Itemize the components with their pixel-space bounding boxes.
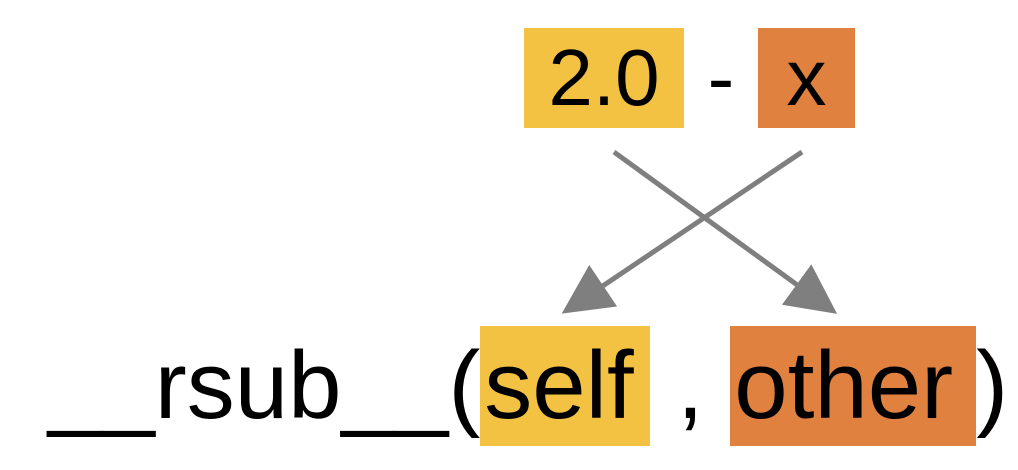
arrow-right-operand-to-self — [561, 149, 804, 314]
arrow-left-operand-to-other — [612, 149, 838, 314]
method-name: __rsub__( — [48, 332, 481, 439]
bottom-expression: __rsub__( self , other ) — [48, 326, 1008, 446]
top-expression: 2.0 - x — [524, 28, 855, 128]
minus-operator: - — [707, 33, 735, 122]
self-parameter: self — [480, 326, 651, 446]
right-operand: x — [758, 28, 855, 128]
param-separator: , — [650, 332, 731, 439]
closing-paren: ) — [976, 332, 1009, 439]
left-operand: 2.0 — [524, 28, 684, 128]
other-parameter: other — [730, 326, 977, 446]
